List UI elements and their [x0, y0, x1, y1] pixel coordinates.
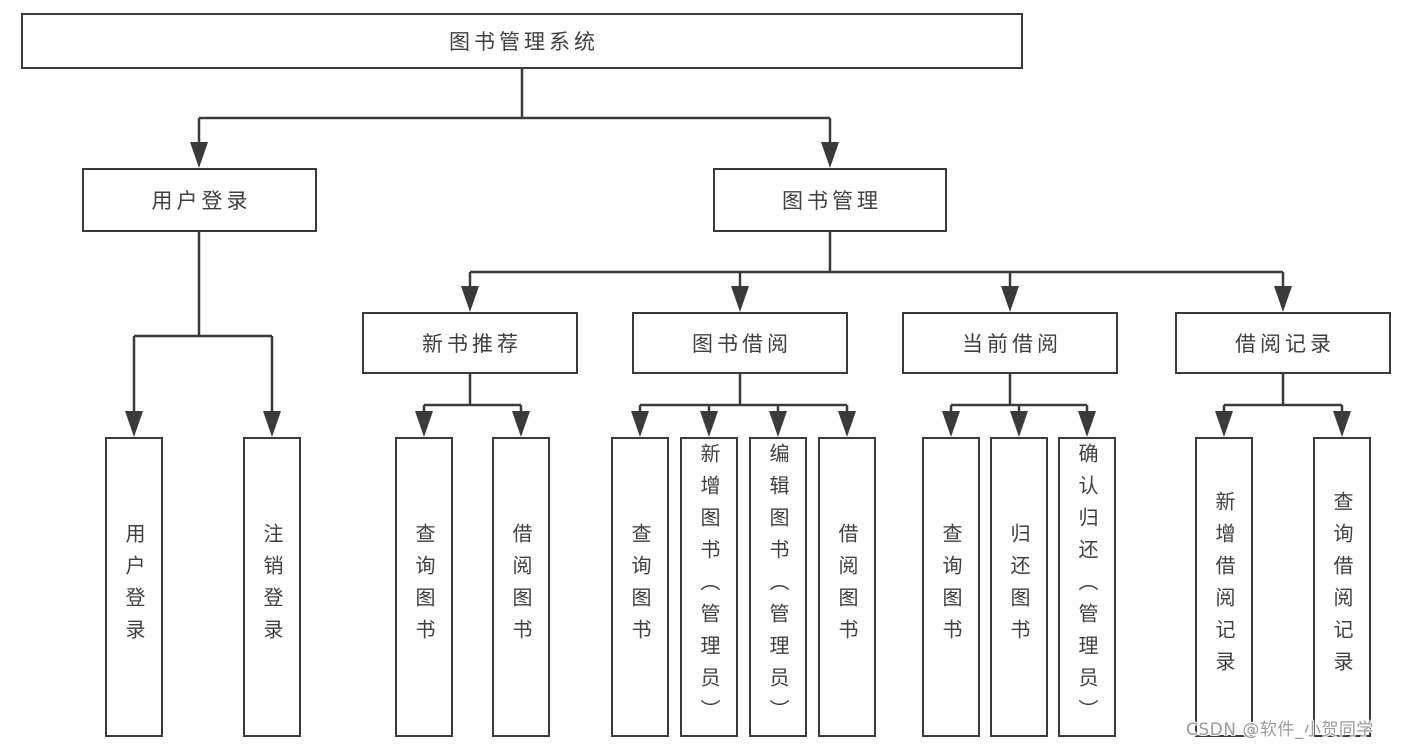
leaf-borrowing-borrow-books: 借阅图书: [818, 437, 876, 737]
node-current-borrowing-label: 当前借阅: [962, 332, 1062, 356]
leaf-current-query-books: 查询图书: [922, 437, 980, 737]
leaf-current-confirm-return-admin: 确认归还（管理员）: [1058, 437, 1116, 737]
leaf-user-login: 用户登录: [105, 437, 163, 737]
node-book-management-label: 图书管理: [782, 189, 882, 213]
node-user-login: 用户登录: [82, 168, 317, 232]
node-root: 图书管理系统: [21, 13, 1023, 69]
leaf-newbooks-query-books: 查询图书: [395, 437, 453, 737]
node-new-book-recommend: 新书推荐: [362, 312, 578, 374]
leaf-borrowing-edit-book-admin: 编辑图书（管理员）: [749, 437, 807, 737]
arrowheads: [125, 142, 1351, 437]
node-user-login-label: 用户登录: [151, 189, 252, 213]
leaf-current-return-books: 归还图书: [990, 437, 1048, 737]
leaf-borrowing-query-books: 查询图书: [611, 437, 669, 737]
node-book-management: 图书管理: [713, 168, 947, 232]
leaf-borrowing-add-book-admin: 新增图书（管理员）: [680, 437, 738, 737]
leaf-newbooks-borrow-books: 借阅图书: [492, 437, 550, 737]
node-book-borrowing: 图书借阅: [632, 312, 848, 374]
node-borrowing-records: 借阅记录: [1175, 312, 1391, 374]
leaf-records-query-record: 查询借阅记录: [1313, 437, 1371, 737]
leaf-records-add-record: 新增借阅记录: [1195, 437, 1253, 737]
node-root-label: 图书管理系统: [449, 30, 599, 54]
leaf-logout-login: 注销登录: [243, 437, 301, 737]
node-new-book-recommend-label: 新书推荐: [422, 332, 522, 356]
watermark: CSDN @软件_小贺同学: [1186, 720, 1374, 740]
node-borrowing-records-label: 借阅记录: [1235, 332, 1335, 356]
node-book-borrowing-label: 图书借阅: [692, 332, 792, 356]
node-current-borrowing: 当前借阅: [902, 312, 1118, 374]
